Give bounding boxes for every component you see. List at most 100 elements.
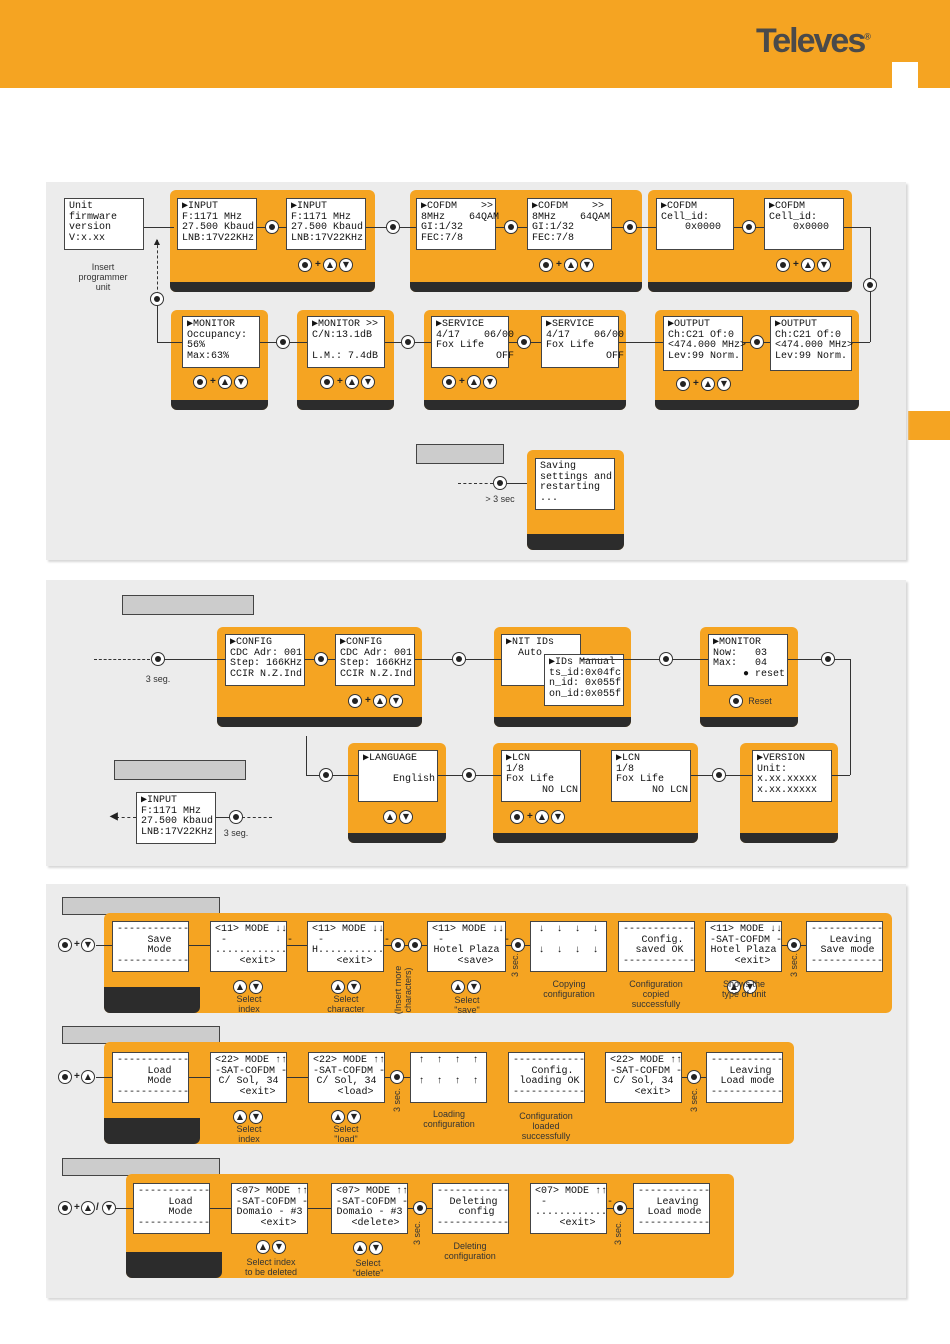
up-key-icon[interactable]: ▲: [81, 1201, 95, 1215]
connector-dashed: [116, 817, 136, 818]
step-caption: Loading configuration: [423, 1109, 475, 1129]
down-key-icon[interactable]: ▼: [234, 375, 248, 389]
ok-button[interactable]: [276, 335, 290, 349]
ok-button[interactable]: [265, 220, 279, 234]
ok-button[interactable]: [504, 220, 518, 234]
reset-button[interactable]: [729, 694, 743, 708]
ok-button[interactable]: [613, 1201, 627, 1215]
ok-button[interactable]: [712, 768, 726, 782]
connector: [852, 342, 870, 343]
ok-button[interactable]: [517, 335, 531, 349]
ok-button[interactable]: [623, 220, 637, 234]
up-key-icon[interactable]: ▲: [331, 1110, 345, 1124]
step-caption: Select character: [327, 994, 365, 1014]
down-key-icon[interactable]: ▼: [339, 258, 353, 272]
ok-button[interactable]: [539, 258, 553, 272]
down-key-icon[interactable]: ▼: [272, 1240, 286, 1254]
ok-button[interactable]: [452, 652, 466, 666]
down-key-icon[interactable]: ▼: [580, 258, 594, 272]
up-key-icon[interactable]: ▲: [323, 258, 337, 272]
ok-button[interactable]: [58, 1201, 72, 1215]
ok-button[interactable]: [776, 258, 790, 272]
down-key-icon[interactable]: ▼: [81, 938, 95, 952]
ok-button[interactable]: [687, 1070, 701, 1084]
ok-button[interactable]: [386, 220, 400, 234]
ok-button[interactable]: [750, 335, 764, 349]
down-key-icon[interactable]: ▼: [347, 1110, 361, 1124]
plus-sign: +: [337, 376, 343, 387]
connector: [116, 1208, 133, 1209]
ok-button[interactable]: [150, 292, 164, 306]
step-caption: Configuration loaded successfully: [519, 1111, 573, 1141]
down-key-icon[interactable]: ▼: [102, 1201, 116, 1215]
up-key-icon[interactable]: ▲: [256, 1240, 270, 1254]
up-key-icon[interactable]: ▲: [727, 980, 741, 994]
up-key-icon[interactable]: ▲: [81, 1070, 95, 1084]
slash-sign: /: [96, 1202, 99, 1213]
up-key-icon[interactable]: ▲: [233, 980, 247, 994]
ok-button[interactable]: [229, 810, 243, 824]
hint-bubble: [122, 595, 254, 615]
ok-button[interactable]: [391, 938, 405, 952]
ok-button[interactable]: [676, 377, 690, 391]
ok-button[interactable]: [442, 375, 456, 389]
ok-button[interactable]: [58, 1070, 72, 1084]
down-key-icon[interactable]: ▼: [551, 810, 565, 824]
up-key-icon[interactable]: ▲: [383, 810, 397, 824]
ok-button[interactable]: [462, 768, 476, 782]
cofdm-screen-edit: ▶COFDM >> 8MHz 64QAM GI:1/32 FEC:7/8: [527, 198, 612, 250]
up-key-icon[interactable]: ▲: [218, 375, 232, 389]
down-key-icon[interactable]: ▼: [389, 694, 403, 708]
ok-button[interactable]: [413, 1201, 427, 1215]
ok-button[interactable]: [298, 258, 312, 272]
ok-button[interactable]: [408, 938, 422, 952]
up-key-icon[interactable]: ▲: [535, 810, 549, 824]
down-key-icon[interactable]: ▼: [249, 1110, 263, 1124]
ok-button[interactable]: [193, 375, 207, 389]
connector: [850, 659, 851, 775]
up-key-icon[interactable]: ▲: [353, 1241, 367, 1255]
ok-button[interactable]: [390, 1070, 404, 1084]
up-key-icon[interactable]: ▲: [373, 694, 387, 708]
down-key-icon[interactable]: ▼: [249, 980, 263, 994]
down-key-icon[interactable]: ▼: [361, 375, 375, 389]
down-key-icon[interactable]: ▼: [817, 258, 831, 272]
ok-button[interactable]: [511, 938, 525, 952]
plus-sign: +: [74, 1202, 80, 1213]
up-key-icon[interactable]: ▲: [467, 375, 481, 389]
ok-button[interactable]: [151, 652, 165, 666]
down-key-icon[interactable]: ▼: [369, 1241, 383, 1255]
ok-button[interactable]: [787, 938, 801, 952]
save-step-screen: ------------ Leaving Save mode ---------…: [806, 921, 883, 972]
ok-button[interactable]: [314, 652, 328, 666]
down-key-icon[interactable]: ▼: [467, 980, 481, 994]
ok-button[interactable]: [401, 335, 415, 349]
ok-button[interactable]: [659, 652, 673, 666]
up-key-icon[interactable]: ▲: [345, 375, 359, 389]
down-key-icon[interactable]: ▼: [717, 377, 731, 391]
up-key-icon[interactable]: ▲: [331, 980, 345, 994]
down-key-icon[interactable]: ▼: [743, 980, 757, 994]
ok-button[interactable]: [58, 938, 72, 952]
up-key-icon[interactable]: ▲: [451, 980, 465, 994]
ok-button[interactable]: [493, 476, 507, 490]
connector: [144, 227, 174, 228]
ok-button[interactable]: [863, 278, 877, 292]
ok-button[interactable]: [348, 694, 362, 708]
up-key-icon[interactable]: ▲: [701, 377, 715, 391]
down-key-icon[interactable]: ▼: [483, 375, 497, 389]
load-step-screen: <22> MODE ↑↑ -SAT-COFDM - C/ Sol, 34 <lo…: [308, 1052, 385, 1103]
up-key-icon[interactable]: ▲: [801, 258, 815, 272]
save-step-screen: ------------ Config. saved OK ----------…: [618, 921, 695, 972]
ok-button[interactable]: [320, 375, 334, 389]
down-key-icon[interactable]: ▼: [347, 980, 361, 994]
up-key-icon[interactable]: ▲: [233, 1110, 247, 1124]
language-screen: ▶LANGUAGE English: [358, 750, 438, 802]
config-screen: ▶CONFIG CDC Adr: 001 Step: 166KHz CCIR N…: [225, 634, 305, 686]
down-key-icon[interactable]: ▼: [399, 810, 413, 824]
ok-button[interactable]: [821, 652, 835, 666]
ok-button[interactable]: [510, 810, 524, 824]
ok-button[interactable]: [742, 220, 756, 234]
ok-button[interactable]: [319, 768, 333, 782]
up-key-icon[interactable]: ▲: [564, 258, 578, 272]
